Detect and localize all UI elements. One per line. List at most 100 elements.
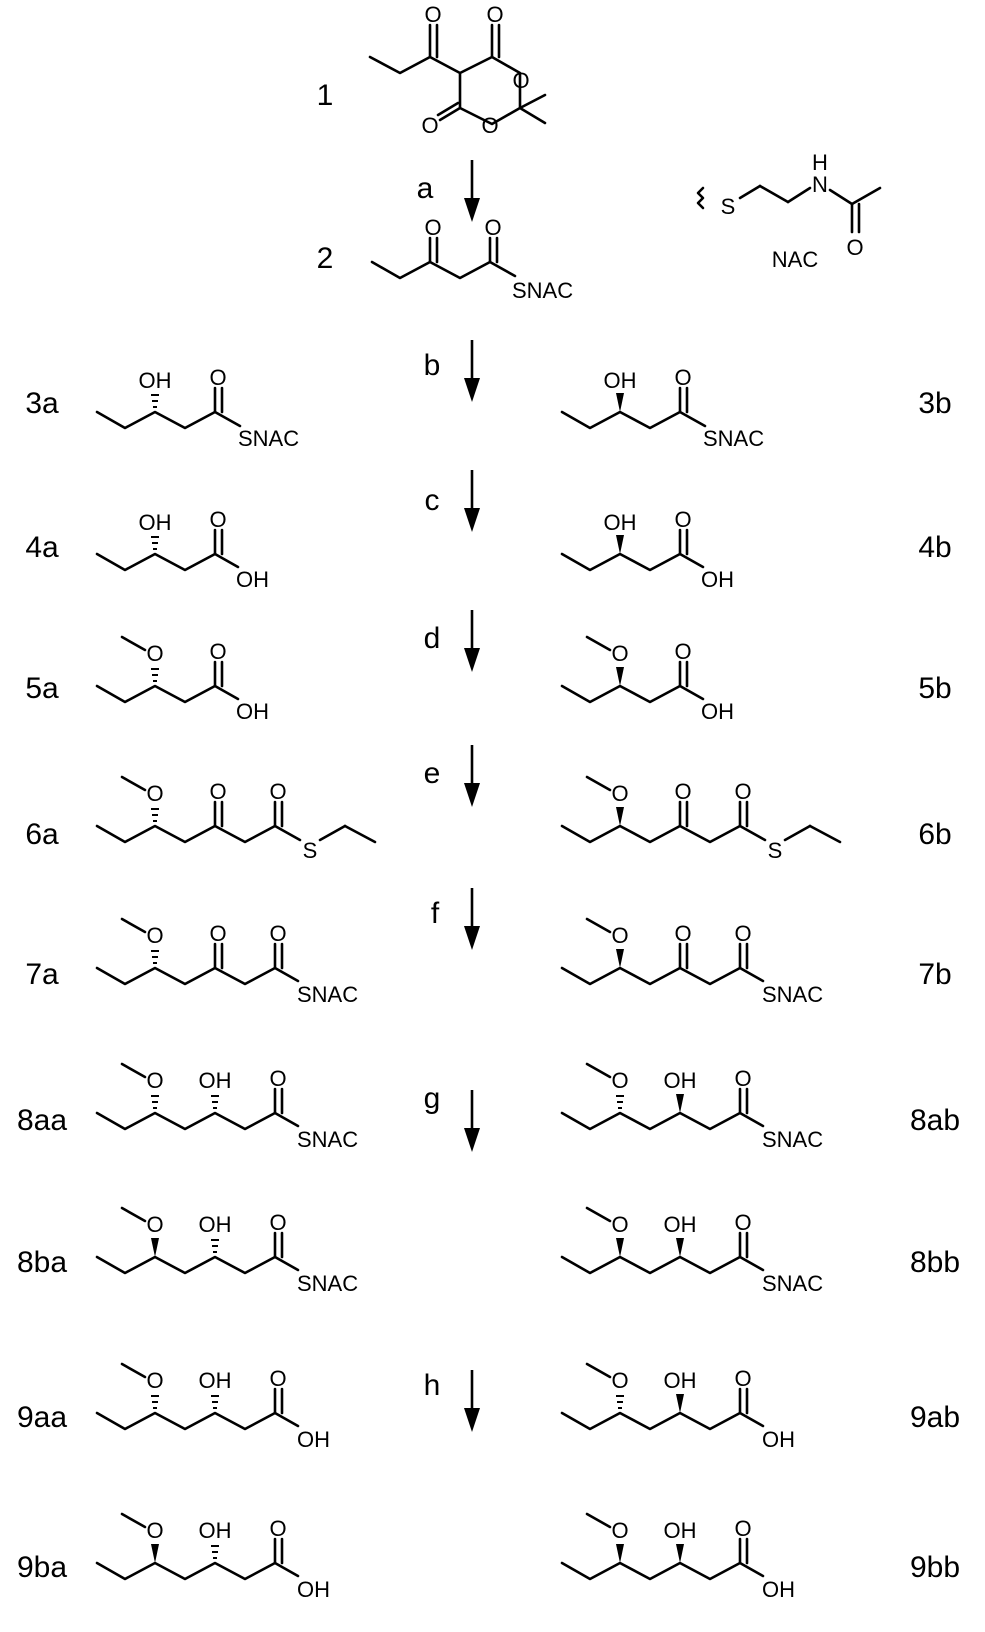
structure-2: O O SNAC [370, 215, 573, 303]
atom-OH: OH [664, 1368, 697, 1393]
atom-OH: OH [604, 368, 637, 393]
atom-S: S [721, 194, 736, 219]
atom-O: O [269, 1066, 286, 1091]
atom-OH: OH [297, 1427, 330, 1452]
compound-label-9bb: 9bb [910, 1551, 960, 1584]
step-label-f: f [431, 897, 440, 930]
atom-O: O [674, 507, 691, 532]
compound-label-1: 1 [317, 79, 334, 112]
atom-O: O [269, 1366, 286, 1391]
atom-OH: OH [139, 510, 172, 535]
atom-OH: OH [701, 567, 734, 592]
compound-label-9aa: 9aa [17, 1401, 67, 1434]
structure-9ab: O OH O OH [560, 1362, 795, 1452]
atom-OH: OH [664, 1518, 697, 1543]
atom-O: O [611, 1518, 628, 1543]
atom-O: O [146, 1212, 163, 1237]
atom-OH: OH [664, 1212, 697, 1237]
structure-6a: O O O S [95, 775, 377, 863]
atom-OH: OH [701, 699, 734, 724]
atom-O: O [269, 1516, 286, 1541]
atom-O: O [269, 779, 286, 804]
compound-label-9ba: 9ba [17, 1551, 67, 1584]
atom-OH: OH [762, 1427, 795, 1452]
compound-label-6b: 6b [918, 818, 951, 851]
atom-O: O [209, 639, 226, 664]
atom-O: O [674, 365, 691, 390]
atom-SNAC: SNAC [297, 982, 358, 1007]
atom-OH: OH [199, 1368, 232, 1393]
structure-9bb: O OH O OH [560, 1512, 795, 1602]
atom-O: O [734, 1366, 751, 1391]
compound-labels: 1 2 3a 3b 4a 4b 5a 5b 6a 6b 7a 7b 8aa 8a… [17, 79, 960, 1584]
structure-nac: S N H O NAC [696, 150, 882, 272]
structure-8bb: O OH O SNAC [560, 1206, 823, 1296]
atom-OH: OH [139, 368, 172, 393]
atom-O: O [146, 923, 163, 948]
atom-O: O [611, 923, 628, 948]
atom-OH: OH [199, 1068, 232, 1093]
compound-label-8ab: 8ab [910, 1104, 960, 1137]
compound-label-4a: 4a [25, 531, 59, 564]
compound-label-3a: 3a [25, 387, 59, 420]
structure-1: O O O O O [368, 2, 547, 138]
structure-6b: O O O S [560, 775, 842, 863]
atom-SNAC: SNAC [238, 426, 299, 451]
compound-label-8bb: 8bb [910, 1246, 960, 1279]
atom-OH: OH [664, 1068, 697, 1093]
structure-8aa: O OH O SNAC [95, 1062, 358, 1152]
arrow-c-icon [464, 470, 480, 532]
compound-label-8ba: 8ba [17, 1246, 67, 1279]
compound-label-6a: 6a [25, 818, 59, 851]
atom-H: H [812, 150, 828, 175]
nac-label: NAC [772, 247, 819, 272]
structure-5b: O O OH [560, 635, 734, 724]
structure-8ba: O OH O SNAC [95, 1206, 358, 1296]
structure-9aa: O OH O OH [95, 1362, 330, 1452]
atom-OH: OH [199, 1518, 232, 1543]
structure-3a: OH O SNAC [95, 365, 299, 451]
arrow-h-icon [464, 1370, 480, 1432]
atom-O: O [611, 1068, 628, 1093]
compound-label-5a: 5a [25, 672, 59, 705]
atom-S: S [768, 838, 783, 863]
atom-O: O [674, 921, 691, 946]
atom-O: O [146, 781, 163, 806]
atom-O: O [734, 1516, 751, 1541]
atom-O: O [734, 779, 751, 804]
step-label-a: a [417, 172, 434, 205]
compound-label-4b: 4b [918, 531, 951, 564]
atom-SNAC: SNAC [703, 426, 764, 451]
atom-OH: OH [297, 1577, 330, 1602]
atom-O: O [146, 1368, 163, 1393]
step-label-c: c [425, 484, 440, 517]
compound-label-7a: 7a [25, 958, 59, 991]
arrow-g-icon [464, 1090, 480, 1152]
step-label-h: h [424, 1369, 441, 1402]
atom-O: O [674, 639, 691, 664]
atom-O: O [611, 641, 628, 666]
step-label-b: b [424, 349, 441, 382]
atom-O: O [424, 2, 441, 27]
structure-7a: O O O SNAC [95, 917, 358, 1007]
atom-O: O [734, 921, 751, 946]
atom-OH: OH [199, 1212, 232, 1237]
atom-O: O [146, 1518, 163, 1543]
atom-O: O [611, 1212, 628, 1237]
structure-4a: OH O OH [95, 507, 269, 592]
arrow-f-icon [464, 888, 480, 950]
atom-O: O [424, 215, 441, 240]
atom-O: O [611, 1368, 628, 1393]
structure-3b: OH O SNAC [560, 365, 764, 451]
atom-SNAC: SNAC [297, 1127, 358, 1152]
atom-O: O [209, 921, 226, 946]
atom-O: O [674, 779, 691, 804]
compound-label-2: 2 [317, 242, 334, 275]
compound-label-5b: 5b [918, 672, 951, 705]
atom-OH: OH [236, 699, 269, 724]
atom-SNAC: SNAC [297, 1271, 358, 1296]
structure-9ba: O OH O OH [95, 1512, 330, 1602]
structure-7b: O O O SNAC [560, 917, 823, 1007]
atom-O: O [484, 215, 501, 240]
